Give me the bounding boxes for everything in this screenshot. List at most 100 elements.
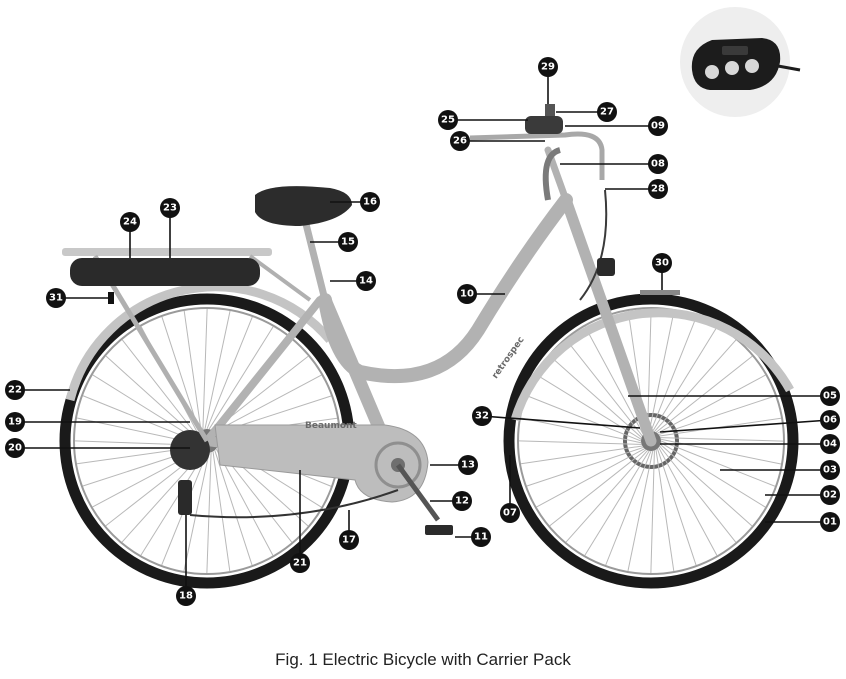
callout-badge <box>338 232 358 252</box>
spoke <box>659 445 737 543</box>
callout-badge <box>339 530 359 550</box>
callout-number-26: 26 <box>453 136 467 147</box>
callout-badge <box>46 288 66 308</box>
spoke <box>161 316 200 432</box>
callout-group: 0102030405060708091011121314151617181920… <box>5 57 840 606</box>
spoke <box>204 310 231 430</box>
callout-badge <box>500 503 520 523</box>
callout-badge <box>820 386 840 406</box>
spoke <box>526 446 644 487</box>
callout-number-19: 19 <box>8 417 22 428</box>
spoke <box>215 448 274 556</box>
spoke <box>627 450 654 572</box>
callout-number-10: 10 <box>460 289 474 300</box>
spoke <box>660 440 776 487</box>
callout-badge <box>450 131 470 151</box>
callout-number-16: 16 <box>363 197 377 208</box>
spoke <box>105 355 197 438</box>
callout-number-20: 20 <box>8 443 22 454</box>
spoke <box>202 308 208 430</box>
callout-badge <box>452 491 472 511</box>
spoke <box>650 450 655 574</box>
callout-number-22: 22 <box>8 385 22 396</box>
callout-number-21: 21 <box>293 558 307 569</box>
callout-badge <box>458 455 478 475</box>
callout-badge <box>5 438 25 458</box>
callout-number-28: 28 <box>651 184 665 195</box>
callout-badge <box>360 192 380 212</box>
callout-number-24: 24 <box>123 217 137 228</box>
fenders <box>65 282 794 422</box>
callout-number-14: 14 <box>359 276 373 287</box>
display-controller-inset <box>680 7 801 117</box>
spoke <box>183 310 202 431</box>
spoke <box>657 374 766 434</box>
callout-badge <box>120 212 140 232</box>
spoke <box>92 374 196 440</box>
callout-badge <box>652 253 672 273</box>
spoke <box>536 448 645 508</box>
callout-number-30: 30 <box>655 258 669 269</box>
spoke <box>660 444 753 527</box>
callout-number-06: 06 <box>823 415 837 426</box>
callout-number-08: 08 <box>651 159 665 170</box>
callout-number-18: 18 <box>179 591 193 602</box>
spoke <box>214 374 322 433</box>
callout-leader-line <box>659 419 831 433</box>
spoke <box>565 450 648 543</box>
callout-badge <box>820 410 840 430</box>
callout-leader-line <box>481 415 641 429</box>
callout-badge <box>472 406 492 426</box>
spoke <box>214 450 253 566</box>
frame-model-text: Beaumont <box>305 421 357 431</box>
spoke <box>518 440 642 445</box>
callout-badge <box>648 154 668 174</box>
spoke <box>206 452 212 574</box>
callout-number-17: 17 <box>342 535 356 546</box>
spoke <box>658 395 776 436</box>
spoke <box>549 449 647 527</box>
callout-badge <box>597 102 617 122</box>
spoke <box>536 374 642 440</box>
saddle <box>255 186 352 226</box>
callout-number-15: 15 <box>341 237 355 248</box>
front-wheel <box>503 293 799 589</box>
callout-number-29: 29 <box>541 62 555 73</box>
spoke <box>605 450 652 566</box>
callout-badge <box>820 434 840 454</box>
callout-number-02: 02 <box>823 490 837 501</box>
spoke <box>140 452 206 556</box>
callout-number-05: 05 <box>823 391 837 402</box>
callout-badge <box>538 57 558 77</box>
callout-badge <box>457 284 477 304</box>
spoke <box>520 417 642 444</box>
callout-badge <box>438 110 458 130</box>
spoke <box>655 449 675 572</box>
callout-badge <box>5 412 25 432</box>
callout-badge <box>471 527 491 547</box>
spoke <box>648 310 675 432</box>
figure-caption: Fig. 1 Electric Bicycle with Carrier Pac… <box>275 650 571 669</box>
spoke <box>208 326 274 430</box>
callout-number-04: 04 <box>823 439 837 450</box>
spoke <box>655 355 753 433</box>
callout-number-03: 03 <box>823 465 837 476</box>
spoke <box>565 339 643 437</box>
callout-number-07: 07 <box>503 508 517 519</box>
callout-badge <box>160 198 180 218</box>
spoke <box>660 442 766 508</box>
callout-number-25: 25 <box>441 115 455 126</box>
callout-number-23: 23 <box>163 203 177 214</box>
callout-badge <box>176 586 196 606</box>
spoke <box>658 447 718 556</box>
callout-number-09: 09 <box>651 121 665 132</box>
callout-badge <box>290 553 310 573</box>
callout-badge <box>820 485 840 505</box>
headlight <box>597 258 615 276</box>
callout-badge <box>648 116 668 136</box>
callout-number-27: 27 <box>600 107 614 118</box>
spoke <box>652 326 718 432</box>
callout-number-11: 11 <box>474 532 488 543</box>
spoke <box>647 308 652 432</box>
